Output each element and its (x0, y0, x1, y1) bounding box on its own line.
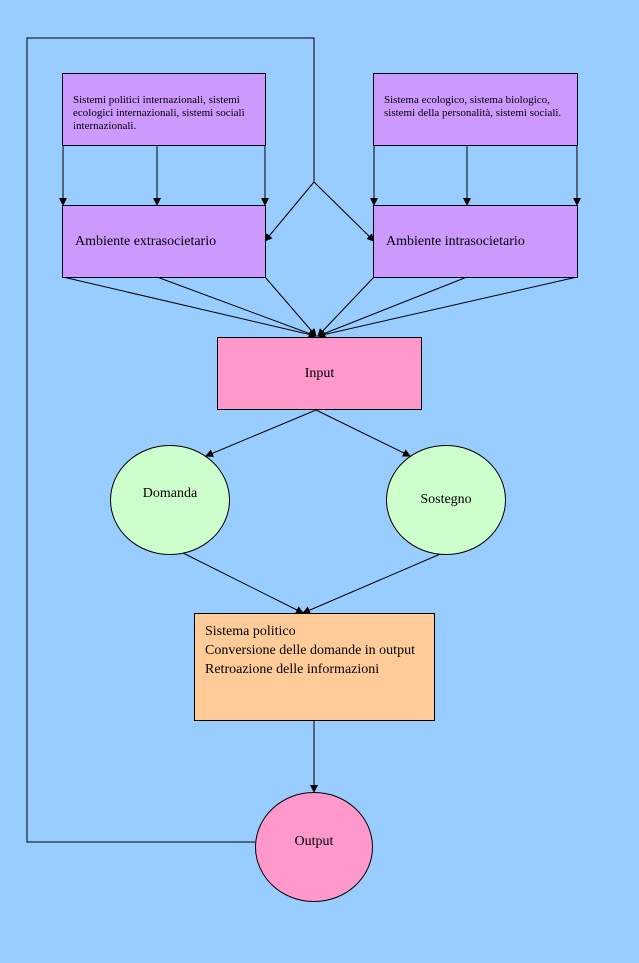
arrow-support-to-system (302, 551, 446, 614)
arrow-extra-left-to-input (62, 276, 317, 339)
arrow-feedback-to-intra (313, 181, 375, 242)
output-node: Output (255, 792, 373, 902)
political-system-box: Sistema politico Conversione delle doman… (194, 613, 435, 721)
political-system-feedback: Retroazione delle informazioni (205, 662, 380, 677)
political-system-conversion: Conversione delle domande in output (205, 643, 415, 658)
internal-systems-box: Sistema ecologico, sistema biologico, si… (373, 73, 578, 146)
arrow-feedback-to-extra (264, 181, 315, 242)
arrow-extra-mid-to-input (156, 276, 317, 338)
demand-node: Domanda (110, 445, 230, 555)
arrow-demand-to-system (180, 551, 304, 614)
input-box: Input (217, 337, 422, 410)
arrow-intra-right-to-input (317, 276, 578, 339)
arrow-extra-right-to-input (264, 276, 317, 337)
arrow-intra-mid-to-input (317, 276, 468, 338)
feedback-loop-line (26, 37, 315, 843)
international-systems-box: Sistemi politici internazionali, sistemi… (62, 73, 266, 146)
arrow-input-to-demand (205, 409, 317, 457)
arrow-input-to-support (315, 409, 411, 457)
arrow-intra-left-to-input (317, 276, 375, 337)
political-system-title: Sistema politico (205, 624, 296, 639)
extrasocietal-environment-box: Ambiente extrasocietario (62, 205, 266, 278)
support-node: Sostegno (386, 445, 506, 555)
intrasocietal-environment-box: Ambiente intrasocietario (373, 205, 578, 278)
